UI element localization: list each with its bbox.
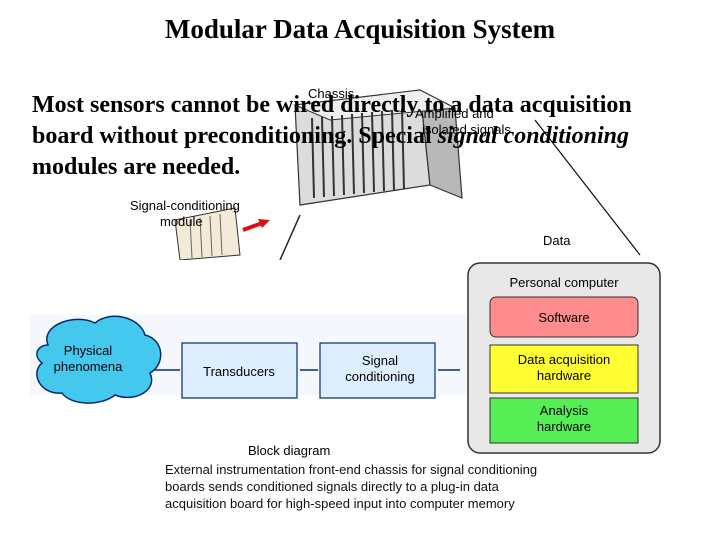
chassis-label: Chassis	[308, 86, 355, 101]
physical-phenomena-cloud	[36, 315, 162, 404]
intro-italic: signal conditioning	[437, 123, 630, 149]
block-diagram-label: Block diagram	[248, 443, 330, 458]
caption-line-1: External instrumentation front-end chass…	[165, 462, 538, 477]
data-label: Data	[543, 233, 571, 248]
pc-title: Personal computer	[509, 275, 619, 290]
caption-line-3: acquisition board for high-speed input i…	[165, 496, 515, 511]
daq-hardware-box	[489, 344, 639, 394]
figure-caption: External instrumentation front-end chass…	[165, 461, 605, 512]
module-label-1: Signal-conditioning	[130, 198, 240, 213]
caption-line-2: boards sends conditioned signals directl…	[165, 479, 499, 494]
physical-label-1: Physical	[64, 343, 113, 358]
transducers-label: Transducers	[203, 364, 275, 379]
daq-label-2: hardware	[537, 368, 591, 383]
pointer-line	[534, 119, 641, 256]
daq-label-1: Data acquisition	[518, 352, 611, 367]
signal-label-2: conditioning	[345, 369, 414, 384]
cable	[279, 214, 301, 260]
analysis-hardware-box	[489, 397, 639, 444]
module-label-2: module	[160, 214, 203, 229]
analysis-label-2: hardware	[537, 419, 591, 434]
software-label: Software	[538, 310, 589, 325]
intro-text-2: modules are needed.	[32, 154, 241, 180]
block-diagram: Physical phenomena Transducers Signal co…	[30, 262, 661, 458]
physical-label-2: phenomena	[54, 359, 123, 374]
chassis-slots	[311, 108, 405, 199]
intro-paragraph: Most sensors cannot be wired directly to…	[32, 90, 692, 183]
amplified-label-2: isolated signals	[422, 122, 511, 137]
software-box	[489, 296, 639, 338]
chassis-illustration: Chassis Amplified and isolated signals S…	[130, 86, 641, 260]
amplified-label-1: Amplified and	[415, 106, 494, 121]
transducers-box	[181, 342, 298, 399]
page-title: Modular Data Acquisition System	[164, 14, 556, 44]
intro-text-1: Most sensors cannot be wired directly to…	[32, 92, 632, 149]
signal-label-1: Signal	[362, 353, 398, 368]
chassis-top	[293, 89, 457, 121]
analysis-label-1: Analysis	[540, 403, 589, 418]
signal-conditioning-box	[319, 342, 436, 399]
